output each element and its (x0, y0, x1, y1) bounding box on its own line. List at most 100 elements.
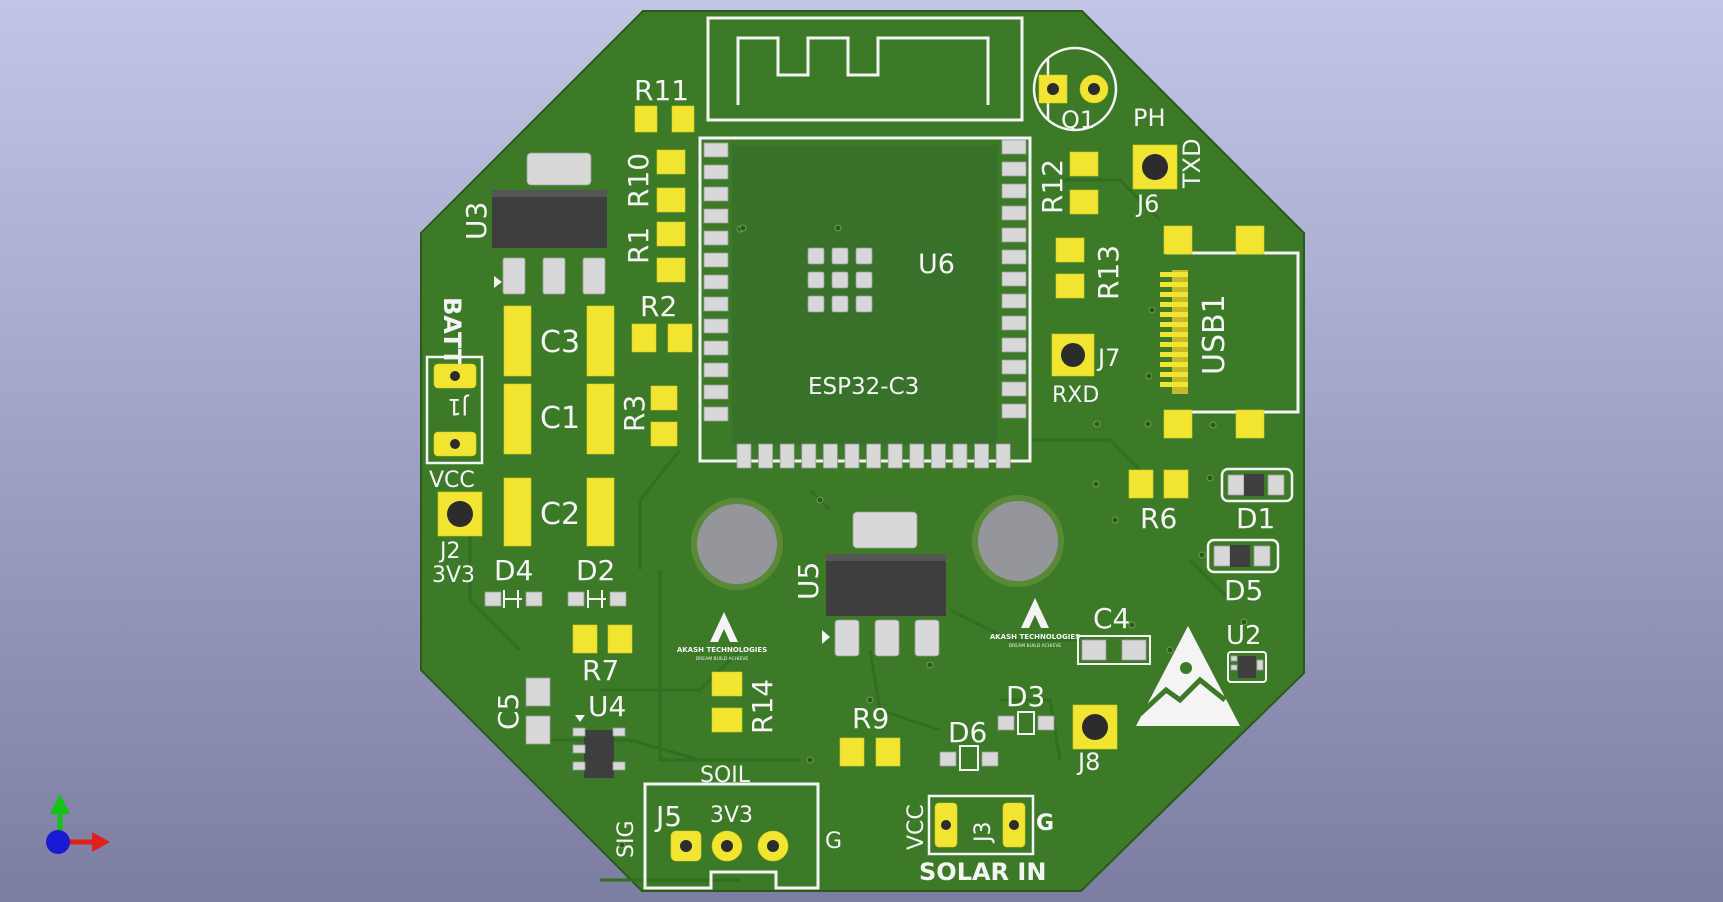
r2-label: R2 (640, 290, 677, 323)
esp-pad (703, 406, 729, 422)
c3-capacitor[interactable] (503, 305, 615, 377)
j5-label: J5 (654, 800, 682, 833)
c5-capacitor[interactable] (525, 677, 551, 745)
esp32-c3-label: ESP32-C3 (808, 374, 919, 400)
esp-pad (703, 384, 729, 400)
u5-regulator[interactable] (822, 511, 946, 657)
ph-label: PH (1133, 104, 1166, 132)
q1-label: Q1 (1061, 106, 1095, 134)
q1-transistor[interactable] (1032, 46, 1118, 132)
usb-pin (1160, 282, 1188, 287)
d3-diode[interactable] (997, 711, 1055, 735)
d6-diode[interactable] (939, 745, 999, 771)
d5-diode[interactable] (1206, 538, 1280, 574)
j5-g-label: G (825, 829, 842, 854)
via (618, 841, 626, 849)
xyz-axis-gizmo-icon (46, 794, 110, 854)
via (866, 696, 874, 704)
c1-capacitor[interactable] (503, 383, 615, 455)
r12-label: R12 (1036, 159, 1069, 214)
esp-pad (779, 443, 795, 469)
d1-diode[interactable] (1220, 467, 1294, 503)
j6-test-point[interactable] (1132, 144, 1178, 190)
usb-pin (1160, 322, 1188, 327)
solar-in-label: SOLAR IN (919, 858, 1046, 886)
esp-pad (703, 208, 729, 224)
via (806, 756, 814, 764)
esd-warning-icon (1136, 626, 1240, 726)
r6-label: R6 (1140, 502, 1177, 535)
esp-thermal-pad (855, 271, 873, 289)
txd-label: TXD (1178, 138, 1206, 189)
esp-pad (703, 274, 729, 290)
c4-capacitor[interactable] (1077, 635, 1151, 665)
via (1148, 306, 1156, 314)
r3-resistor[interactable] (650, 385, 678, 447)
esp-thermal-pad (855, 247, 873, 265)
u4-ic[interactable] (572, 715, 626, 778)
esp-thermal-pad (831, 295, 849, 313)
r3-label: R3 (618, 395, 651, 432)
via (1240, 618, 1248, 626)
d5-label: D5 (1224, 574, 1263, 607)
esp-thermal-pads (807, 247, 873, 313)
d3-label: D3 (1006, 680, 1045, 713)
usb1-label: USB1 (1197, 294, 1232, 375)
esp-pad (1001, 227, 1027, 243)
j2-test-point[interactable] (437, 491, 483, 537)
r13-label: R13 (1092, 245, 1125, 300)
r9-resistor[interactable] (839, 737, 901, 767)
r11-resistor[interactable] (634, 105, 695, 133)
d2-label: D2 (576, 554, 615, 587)
mounting-hole-left (691, 498, 783, 590)
j8-label: J8 (1076, 748, 1100, 776)
r13-resistor[interactable] (1055, 237, 1085, 299)
r6-resistor[interactable] (1128, 469, 1189, 499)
j5-soil-connector[interactable] (643, 782, 820, 890)
esp-pad (887, 443, 903, 469)
r2-resistor[interactable] (631, 323, 693, 353)
d2-diode[interactable] (567, 590, 627, 608)
akash-logo-left: AKASH TECHNOLOGIES DREAM BUILD ACHIEVE (677, 612, 767, 662)
via (926, 661, 934, 669)
u6-label: U6 (918, 249, 955, 280)
akash-logo-name-1: AKASH TECHNOLOGIES (677, 646, 767, 654)
via (1092, 480, 1100, 488)
d4-diode[interactable] (484, 590, 543, 608)
usb-pin (1160, 382, 1188, 387)
via (1093, 420, 1101, 428)
esp-pad (952, 443, 968, 469)
u4-label: U4 (588, 690, 626, 723)
j7-test-point[interactable] (1051, 333, 1095, 377)
r7-resistor[interactable] (572, 624, 633, 654)
esp-pad (1001, 271, 1027, 287)
esp32-module-u6[interactable] (698, 16, 1032, 463)
r14-resistor[interactable] (711, 671, 743, 733)
r1-resistor[interactable] (656, 221, 686, 283)
esp-pads-right (1001, 139, 1027, 419)
esp-pad (703, 296, 729, 312)
j3-solar-connector[interactable] (927, 794, 1035, 856)
usb-pin (1160, 352, 1188, 357)
u3-regulator[interactable] (492, 152, 607, 295)
r10-resistor[interactable] (656, 149, 686, 213)
j8-test-point[interactable] (1072, 704, 1118, 750)
3v3-label: 3V3 (432, 563, 475, 588)
r1-label: R1 (622, 227, 655, 264)
esp-pad (703, 142, 729, 158)
pcb-board (420, 10, 1305, 892)
c2-capacitor[interactable] (503, 477, 615, 547)
esp-pad (801, 443, 817, 469)
esp-pad (703, 340, 729, 356)
esp-pad (1001, 359, 1027, 375)
akash-logo-tag-1: DREAM BUILD ACHIEVE (696, 656, 749, 662)
via (1198, 551, 1206, 559)
esp-pad (1001, 205, 1027, 221)
r7-label: R7 (582, 654, 619, 687)
u2-ic[interactable] (1227, 651, 1267, 683)
akash-logo-tag-2: DREAM BUILD ACHIEVE (1009, 643, 1062, 649)
j1-batt-connector[interactable] (425, 355, 484, 465)
r12-resistor[interactable] (1069, 151, 1099, 215)
esp-pad (974, 443, 989, 469)
